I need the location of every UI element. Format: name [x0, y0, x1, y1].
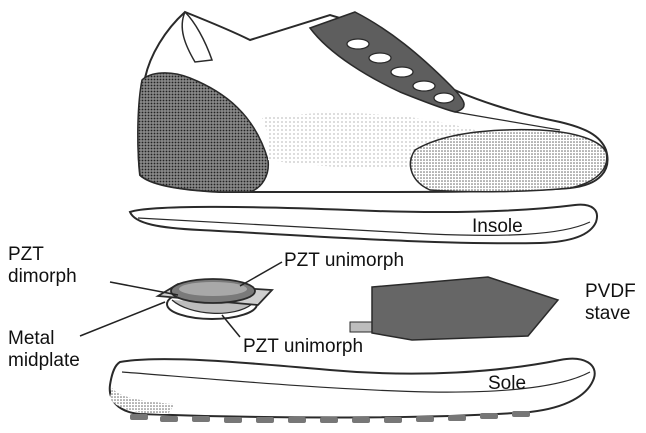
insole [130, 205, 597, 244]
shoe-upper [138, 12, 608, 192]
leader-metal-midplate [80, 302, 165, 336]
leader-pzt-dimorph [110, 282, 178, 295]
label-sole: Sole [488, 373, 526, 395]
label-pzt-unimorph-top: PZT unimorph [284, 250, 404, 272]
label-pzt-dimorph: PZT dimorph [8, 244, 77, 288]
label-pvdf-stave: PVDF stave [585, 281, 636, 325]
pvdf-stave-tail [350, 322, 372, 332]
label-insole: Insole [472, 216, 523, 238]
label-pzt-unimorph-bottom: PZT unimorph [243, 336, 363, 358]
insole-shape [130, 205, 597, 244]
pvdf-stave-shape [372, 277, 558, 340]
label-metal-midplate: Metal midplate [8, 328, 80, 372]
leader-pzt-unimorph-top [240, 262, 282, 286]
toe-cap [410, 130, 606, 192]
pzt-dimorph-assembly [158, 279, 272, 319]
pvdf-stave [350, 277, 558, 340]
